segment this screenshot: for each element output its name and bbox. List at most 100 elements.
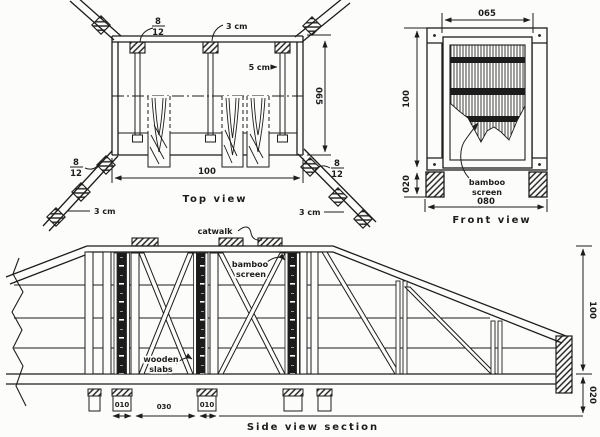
wooden-slabs-leader [175,353,193,365]
front-view-dimensions [404,13,548,212]
frac-numerator: 8 [334,159,340,169]
catwalk-plank [131,237,159,247]
frac-denominator: 12 [152,28,164,38]
guide-post [129,41,146,143]
truss-post [497,320,503,375]
truss-post [395,280,401,375]
top-view-wing-bottom-right [297,148,377,229]
screen-battens [450,57,525,122]
footing-width-dim: 010 [200,401,215,409]
bamboo-screen-label: bamboo [469,178,506,187]
hatched-post-cap [353,209,373,229]
truss-post [402,280,408,375]
diagonal-brace [217,252,286,375]
truss-post [490,320,496,375]
spacing-3cm-label: 3 cm [94,207,115,216]
top-view-wing-top-right [294,0,351,43]
catwalk-planks [131,237,283,247]
top-view-dimensions [68,24,344,213]
hatched-post-cap [300,157,320,177]
screen-guide [284,252,289,375]
footing-leg [317,395,332,412]
side-view-title: Side view section [247,422,379,433]
spacing-3cm-label: 3 cm [299,208,320,217]
front-base-width-dim: 080 [477,197,495,207]
post-5cm-label: 5 cm [249,63,270,72]
footing-pad [111,388,133,397]
top-view-wing-bottom-left [42,150,119,232]
footing-leg [88,395,101,412]
corner-peg [433,34,436,37]
catwalk-plank [257,237,283,247]
guide-post [202,41,219,143]
wooden-slab [221,96,244,168]
bamboo-screen-edge [287,252,297,375]
truss-post [310,251,319,375]
truss-post [102,251,112,375]
side-view-truss [84,251,573,394]
truss-post [84,251,94,375]
footing-pad [316,388,333,397]
bamboo-screen-leader [460,122,479,179]
side-view-footings [87,388,333,412]
screen-guide [193,252,197,375]
top-view-wooden-slabs [147,96,270,168]
front-view-screen-frame [442,36,533,169]
side-height-dim: 100 [587,301,597,319]
diagonal-brace [403,286,497,374]
guide-post [274,41,291,143]
frac-numerator: 8 [73,158,79,168]
wooden-slab [246,96,270,168]
footing-gap-dim: 030 [157,403,172,411]
corner-peg [538,163,541,166]
screen-guide [296,252,300,375]
front-top-width-dim: 065 [478,9,496,19]
truss-post [209,252,219,375]
spacing-3cm-label: 3 cm [226,22,247,31]
hatched-post-cap [71,182,91,202]
bamboo-screen-leader [265,253,286,264]
bamboo-screen-label: screen [472,188,502,197]
front-view: 065 100 020 080 bamboo screen Front view [402,9,548,226]
front-foot-right [528,171,548,198]
footing-width-dim: 010 [115,401,130,409]
truss-post [130,252,140,375]
front-foot-dim: 020 [402,175,412,193]
frac-numerator: 8 [155,17,161,27]
hatched-post-cap [328,187,348,207]
break-line [11,257,27,407]
end-block [555,335,573,394]
diagonal-brace [138,252,194,375]
front-height-dim: 100 [402,90,412,108]
catwalk-plank [218,237,244,247]
wooden-slabs-label: wooden [143,355,179,364]
footing-pad [282,388,304,397]
corner-peg [433,163,436,166]
footing-leg [197,395,217,412]
frac-denominator: 12 [70,169,82,179]
bamboo-screen-edge [196,252,206,375]
hatched-post-cap [96,155,116,175]
footing-pad [87,388,102,397]
top-view-wing-top-left [69,0,122,41]
diagonal-brace [321,251,401,375]
screen-guide [126,252,130,375]
footing-leg [283,395,303,412]
truss-post [299,251,308,375]
catwalk-leader [237,226,263,241]
corner-peg [538,34,541,37]
bamboo-screen-label: bamboo [232,260,269,269]
side-view: catwalk bamboo screen wooden slabs 010 0… [5,225,597,433]
top-view-title: Top view [183,194,248,205]
bamboo-screen-label: screen [236,270,266,279]
bamboo-screen-edge [117,252,127,375]
front-foot-left [425,171,445,198]
top-view-posts [129,41,291,143]
wooden-slab [147,96,171,168]
footing-pad [196,388,218,397]
wooden-slabs-label: slabs [149,365,173,374]
footing-leg [112,395,132,412]
hatched-post-cap [46,207,66,227]
